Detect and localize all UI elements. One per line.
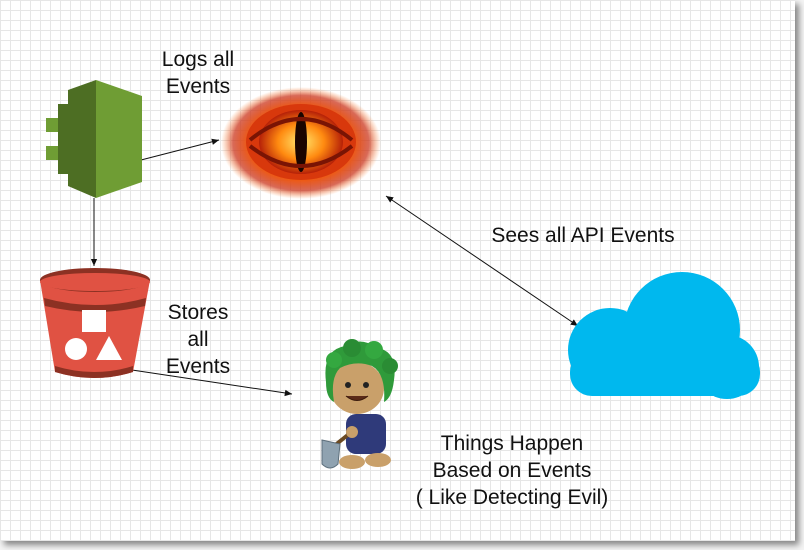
aws-s3-bucket-icon <box>40 268 150 378</box>
label-logs-line-2: Events <box>165 75 231 98</box>
label-sees-all-api-events: Sees all API Events <box>476 222 690 249</box>
aws-cloudtrail-icon <box>46 80 142 198</box>
connectors <box>90 138 579 397</box>
label-stores-line-3: Events <box>165 355 231 378</box>
label-logs-line-1: Logs all <box>161 48 235 71</box>
label-logs-all-events: Logs all Events <box>150 46 246 100</box>
diagram-scene <box>40 80 760 469</box>
arrow-s3-to-character <box>131 369 293 397</box>
arrow-cloudtrail-to-eye <box>140 138 220 161</box>
label-stores-line-2: all <box>187 328 209 351</box>
label-things-line-2: Based on Events <box>432 459 592 482</box>
arrow-eye-cloud-bidirectional <box>385 195 579 327</box>
label-stores-line-1: Stores <box>167 301 229 324</box>
label-things-happen: Things Happen Based on Events ( Like Det… <box>398 430 626 511</box>
label-stores-all-events: Stores all Events <box>152 299 244 380</box>
label-sees-line-1: Sees all API Events <box>491 224 675 247</box>
eye-of-sauron-icon <box>221 87 381 199</box>
sackboy-gardener-icon <box>321 339 398 469</box>
label-things-line-3: ( Like Detecting Evil) <box>415 486 609 509</box>
diagram-canvas: Logs all Events Stores all Events Sees a… <box>0 0 795 541</box>
cloud-icon <box>568 272 760 399</box>
label-things-line-1: Things Happen <box>440 432 584 455</box>
